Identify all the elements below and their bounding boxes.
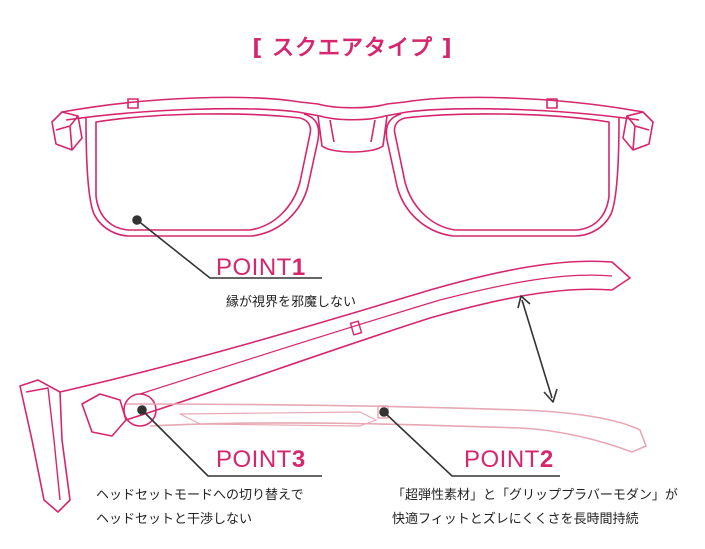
point3-number: 3 — [291, 446, 306, 473]
bridge — [317, 115, 388, 153]
lower-temple — [125, 403, 647, 453]
brow-bar-inner — [65, 107, 640, 121]
point2-number: 2 — [539, 446, 554, 473]
point1-word: POINT — [216, 254, 292, 281]
point3-desc-line1: ヘッドセットモードへの切り替えで — [96, 488, 304, 503]
point1-label: POINT1 — [216, 254, 306, 282]
right-lens — [393, 113, 610, 231]
point2-leader — [383, 411, 560, 477]
point3-leader — [141, 409, 322, 477]
point3-desc-line2: ヘッドセットと干渉しない — [96, 512, 253, 527]
point3-description: ヘッドセットモードへの切り替えで ヘッドセットと干渉しない — [96, 484, 304, 532]
upper-temple-mark — [349, 320, 363, 336]
point2-desc-line2: 快適フィットとズレにくくさを長時間持続 — [392, 512, 639, 527]
point3-word: POINT — [216, 446, 292, 473]
point2-description: 「超弾性素材」と「グリッププラバーモダン」が 快適フィットとズレにくくさを長時間… — [392, 484, 678, 532]
side-hinge-block — [81, 393, 127, 437]
point1-description: 縁が視界を邪魔しない — [226, 291, 356, 315]
side-front-rim — [19, 379, 71, 513]
page-title: [ スクエアタイプ ] — [252, 36, 453, 61]
point1-leader — [136, 219, 322, 279]
upper-temple — [59, 260, 631, 421]
front-view-glasses — [51, 96, 654, 237]
left-hinge-mark — [127, 98, 139, 109]
side-view-glasses — [19, 260, 647, 513]
point2-desc-line1: 「超弾性素材」と「グリッププラバーモダン」が — [392, 488, 678, 503]
movement-arrow — [521, 299, 553, 399]
point3-label: POINT3 — [216, 446, 306, 474]
point2-word: POINT — [464, 446, 540, 473]
left-lens — [95, 113, 312, 231]
leader-lines — [132, 215, 560, 477]
right-hinge-mark — [546, 98, 558, 109]
point1-number: 1 — [291, 254, 306, 281]
brow-bar — [61, 96, 644, 113]
point2-label: POINT2 — [464, 446, 554, 474]
point1-desc-line1: 縁が視界を邪魔しない — [226, 295, 357, 310]
